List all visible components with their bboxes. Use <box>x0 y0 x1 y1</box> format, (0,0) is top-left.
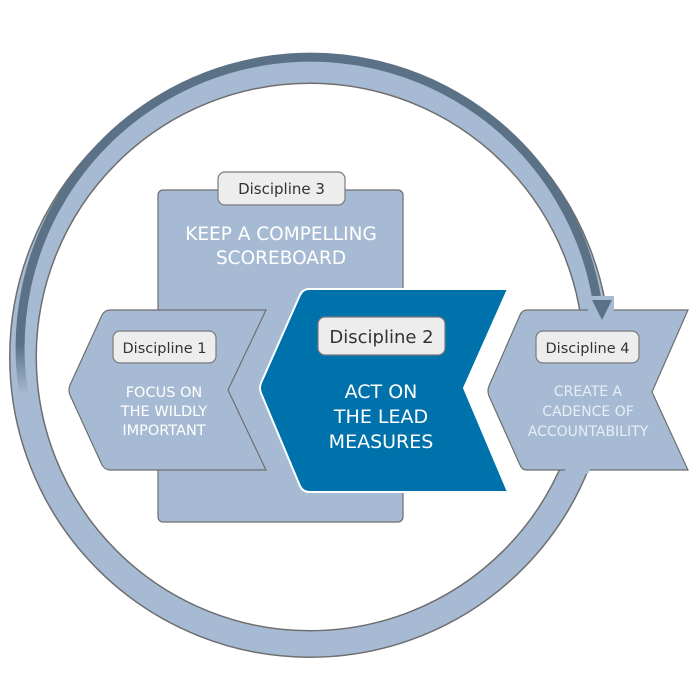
discipline-2-tab-label: Discipline 2 <box>329 327 433 348</box>
discipline-4-line-3: ACCOUNTABILITY <box>528 424 649 440</box>
discipline-4-tab-label: Discipline 4 <box>546 341 630 357</box>
discipline-2-tab <box>317 316 446 356</box>
discipline-3-line-1: KEEP A COMPELLING <box>185 224 377 245</box>
discipline-2-card: Discipline 2 ACT ON THE LEAD MEASURES <box>259 288 510 493</box>
discipline-3-line-2: SCOREBOARD <box>216 248 346 269</box>
discipline-4-card: Discipline 4 CREATE A CADENCE OF ACCOUNT… <box>487 296 689 474</box>
discipline-1-line-2: THE WILDLY <box>120 404 208 420</box>
discipline-1-card: Discipline 1 FOCUS ON THE WILDLY IMPORTA… <box>68 309 267 471</box>
discipline-1-line-3: IMPORTANT <box>122 423 205 439</box>
ring-track-arc <box>15 52 602 396</box>
discipline-3-tab-label: Discipline 3 <box>238 180 325 198</box>
discipline-4-line-1: CREATE A <box>554 384 623 400</box>
discipline-2-line-3: MEASURES <box>329 431 434 453</box>
discipline-1-tab <box>112 330 217 364</box>
discipline-2-line-1: ACT ON <box>345 381 418 403</box>
discipline-4-tab <box>535 330 640 364</box>
ring-joint-bottom <box>563 468 591 474</box>
discipline-1-tab-label: Discipline 1 <box>123 341 207 357</box>
discipline-1-line-1: FOCUS ON <box>126 385 203 401</box>
discipline-3-tab <box>217 171 346 206</box>
discipline-2-line-2: THE LEAD <box>333 406 428 428</box>
discipline-4-line-2: CADENCE OF <box>542 404 634 420</box>
cycle-arrowhead-icon <box>592 300 612 320</box>
